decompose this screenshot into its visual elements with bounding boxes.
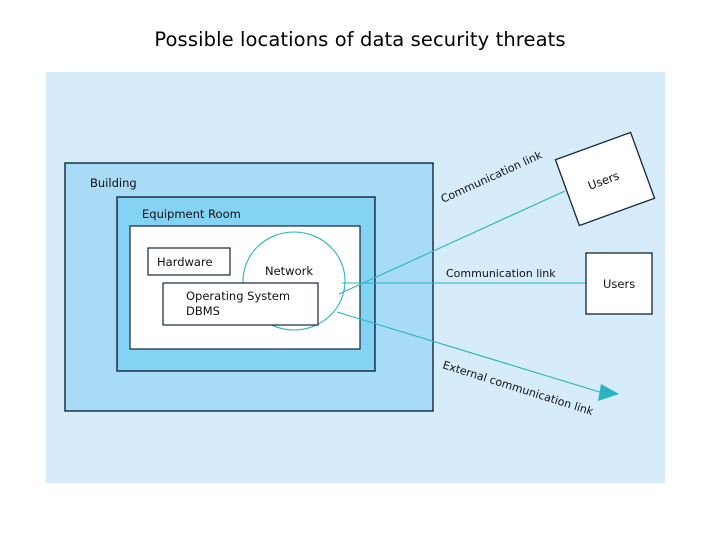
users-right-label: Users bbox=[603, 277, 635, 291]
hardware-box[interactable] bbox=[147, 247, 231, 276]
building-label: Building bbox=[90, 176, 137, 190]
users-rotated-node[interactable]: Users bbox=[554, 131, 656, 227]
equipment-room-label: Equipment Room bbox=[142, 207, 241, 221]
communication-link-middle-label: Communication link bbox=[446, 267, 556, 280]
operating-system-dbms-box[interactable] bbox=[162, 282, 319, 326]
users-right-box[interactable] bbox=[585, 252, 653, 315]
dbms-label: DBMS bbox=[186, 304, 220, 318]
hardware-label: Hardware bbox=[157, 255, 213, 269]
arrow-head-icon bbox=[598, 384, 619, 401]
diagram-canvas: Building Equipment Room Network Hardware… bbox=[46, 72, 665, 483]
page-title: Possible locations of data security thre… bbox=[154, 28, 566, 51]
network-label: Network bbox=[265, 264, 313, 278]
operating-system-label: Operating System bbox=[186, 289, 290, 303]
external-communication-link-line[interactable] bbox=[336, 311, 604, 394]
users-rotated-box[interactable] bbox=[554, 131, 656, 227]
security-threat-diagram: Building Equipment Room Network Hardware… bbox=[46, 72, 665, 483]
communication-link-top-line[interactable] bbox=[338, 190, 566, 295]
